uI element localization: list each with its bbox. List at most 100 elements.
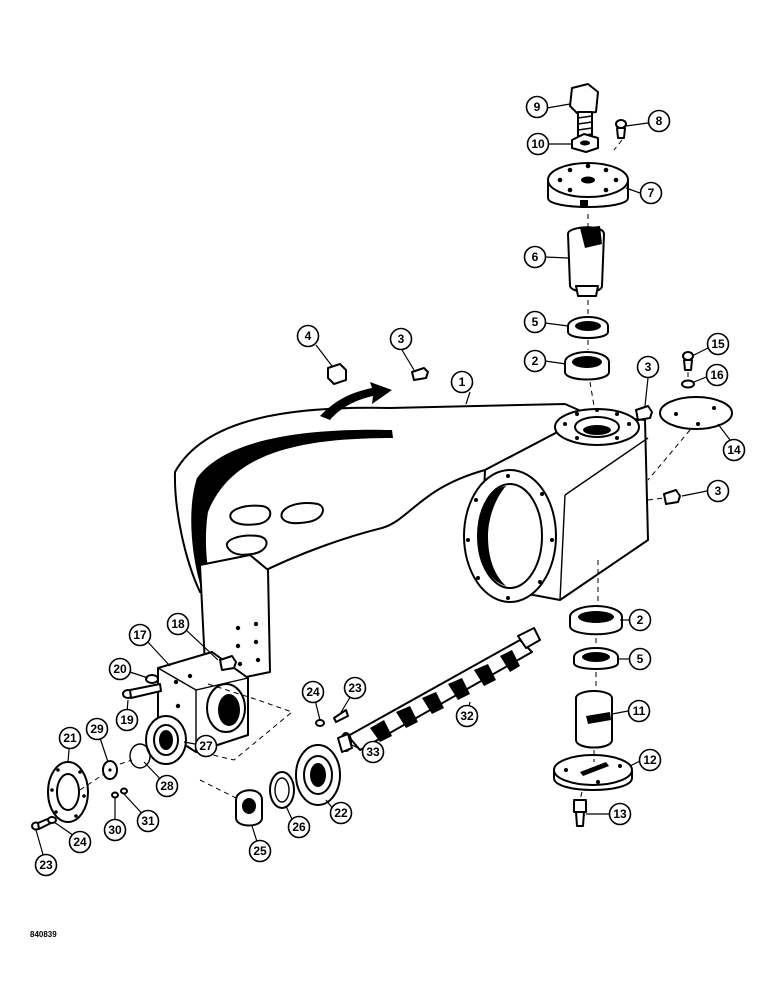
callout-4: 4 <box>296 324 320 348</box>
svg-text:2: 2 <box>532 354 539 368</box>
svg-text:28: 28 <box>160 779 174 793</box>
svg-text:27: 27 <box>199 739 213 753</box>
screw-8 <box>615 119 627 139</box>
callout-8: 8 <box>647 109 671 133</box>
svg-text:21: 21 <box>63 731 77 745</box>
callout-21: 21 <box>58 726 82 750</box>
bearing-cup-2-upper <box>564 351 610 381</box>
callout-33: 33 <box>361 740 385 764</box>
callout-32: 32 <box>455 704 479 728</box>
svg-text:14: 14 <box>727 443 741 457</box>
grease-fitting-3-right <box>635 405 653 421</box>
bolt-23-right <box>333 709 349 723</box>
svg-text:12: 12 <box>643 753 657 767</box>
spacer-33 <box>337 732 353 753</box>
callout-2-upper: 2 <box>523 349 547 373</box>
svg-text:5: 5 <box>532 315 539 329</box>
callout-19: 19 <box>115 708 139 732</box>
seal-5-upper <box>567 316 609 339</box>
bolt-19 <box>122 683 162 699</box>
washer-24-right <box>315 719 325 727</box>
grease-fitting-3-lower <box>663 489 681 505</box>
washer-20 <box>145 674 159 684</box>
svg-text:3: 3 <box>715 484 722 498</box>
cover-plate-14 <box>659 396 733 430</box>
svg-text:8: 8 <box>656 114 663 128</box>
svg-text:17: 17 <box>133 628 147 642</box>
callout-22: 22 <box>329 801 353 825</box>
callout-6: 6 <box>523 245 547 269</box>
callout-3-right: 3 <box>636 355 660 379</box>
seal-26 <box>269 771 295 809</box>
svg-text:19: 19 <box>120 713 134 727</box>
svg-text:31: 31 <box>141 814 155 828</box>
fitting-31 <box>120 787 128 795</box>
callout-5-upper: 5 <box>523 310 547 334</box>
callout-24-left: 24 <box>68 830 92 854</box>
shim-29 <box>102 760 118 780</box>
callout-24-right: 24 <box>301 680 325 704</box>
svg-text:33: 33 <box>366 745 380 759</box>
bearing-22 <box>295 744 341 806</box>
seal-5-lower <box>573 647 619 670</box>
callout-17: 17 <box>128 623 152 647</box>
svg-text:1: 1 <box>459 375 466 389</box>
screw-15 <box>682 351 694 371</box>
callout-26: 26 <box>287 815 311 839</box>
callout-30: 30 <box>103 818 127 842</box>
callout-18: 18 <box>166 612 190 636</box>
washer-16 <box>681 379 695 389</box>
washer-10 <box>571 133 599 153</box>
svg-text:23: 23 <box>39 858 53 872</box>
svg-text:15: 15 <box>711 337 725 351</box>
svg-text:30: 30 <box>108 823 122 837</box>
callout-23-right: 23 <box>343 676 367 700</box>
svg-text:26: 26 <box>292 820 306 834</box>
callout-3-top: 3 <box>389 327 413 351</box>
callout-27: 27 <box>194 734 218 758</box>
svg-text:29: 29 <box>90 722 104 736</box>
grease-fitting-3-top <box>411 367 429 381</box>
callout-20: 20 <box>108 657 132 681</box>
svg-text:6: 6 <box>532 250 539 264</box>
callout-5-lower: 5 <box>628 647 652 671</box>
pin-6 <box>567 226 605 297</box>
callout-9: 9 <box>525 95 549 119</box>
svg-text:32: 32 <box>460 709 474 723</box>
bolt-9 <box>569 83 599 141</box>
svg-text:16: 16 <box>710 368 724 382</box>
pivot-pin-11 <box>575 690 613 749</box>
svg-text:20: 20 <box>113 662 127 676</box>
bearing-cup-2-lower <box>569 605 623 636</box>
figure-id: 840839 <box>30 930 57 939</box>
svg-text:3: 3 <box>398 332 405 346</box>
assembly-lines <box>79 139 691 801</box>
svg-text:18: 18 <box>171 617 185 631</box>
svg-text:13: 13 <box>613 807 627 821</box>
fitting-18 <box>219 655 237 671</box>
callout-31: 31 <box>136 809 160 833</box>
retainer-plate-12 <box>553 754 633 791</box>
cap-7 <box>547 162 629 208</box>
bearing-housing-17 <box>157 651 249 753</box>
end-cover-21 <box>47 761 89 823</box>
bearing-27 <box>145 715 187 765</box>
callout-7: 7 <box>639 181 663 205</box>
callout-12: 12 <box>638 748 662 772</box>
svg-text:7: 7 <box>648 186 655 200</box>
snap-ring-28 <box>129 743 151 769</box>
svg-text:4: 4 <box>305 329 312 343</box>
main-housing <box>173 382 649 683</box>
svg-text:5: 5 <box>637 652 644 666</box>
callout-13: 13 <box>608 802 632 826</box>
callout-28: 28 <box>155 774 179 798</box>
svg-text:11: 11 <box>633 704 646 718</box>
bushing-25 <box>235 789 263 827</box>
worm-shaft-32 <box>347 627 541 751</box>
svg-text:25: 25 <box>253 844 267 858</box>
svg-text:3: 3 <box>645 360 652 374</box>
callout-15: 15 <box>706 332 730 356</box>
callout-16: 16 <box>705 363 729 387</box>
svg-text:10: 10 <box>531 137 545 151</box>
